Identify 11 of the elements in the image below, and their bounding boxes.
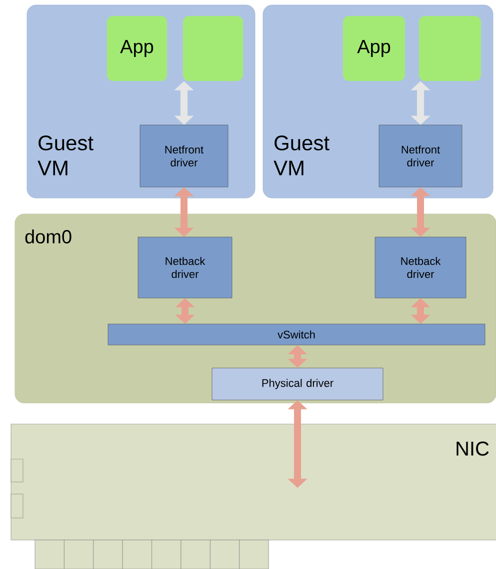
app-box	[183, 16, 243, 81]
driver-box: Netfront driver	[140, 124, 228, 188]
app-box: App	[107, 16, 167, 81]
nic-board: NIC	[10, 424, 496, 540]
driver-box: Netfront driver	[378, 124, 462, 188]
app-box: App	[343, 16, 405, 81]
layer-bar: vSwitch	[108, 324, 486, 346]
driver-box: Netback driver	[138, 236, 232, 298]
driver-box: Netback driver	[374, 236, 466, 298]
layer-bar: Physical driver	[212, 368, 384, 400]
app-box	[419, 16, 481, 81]
